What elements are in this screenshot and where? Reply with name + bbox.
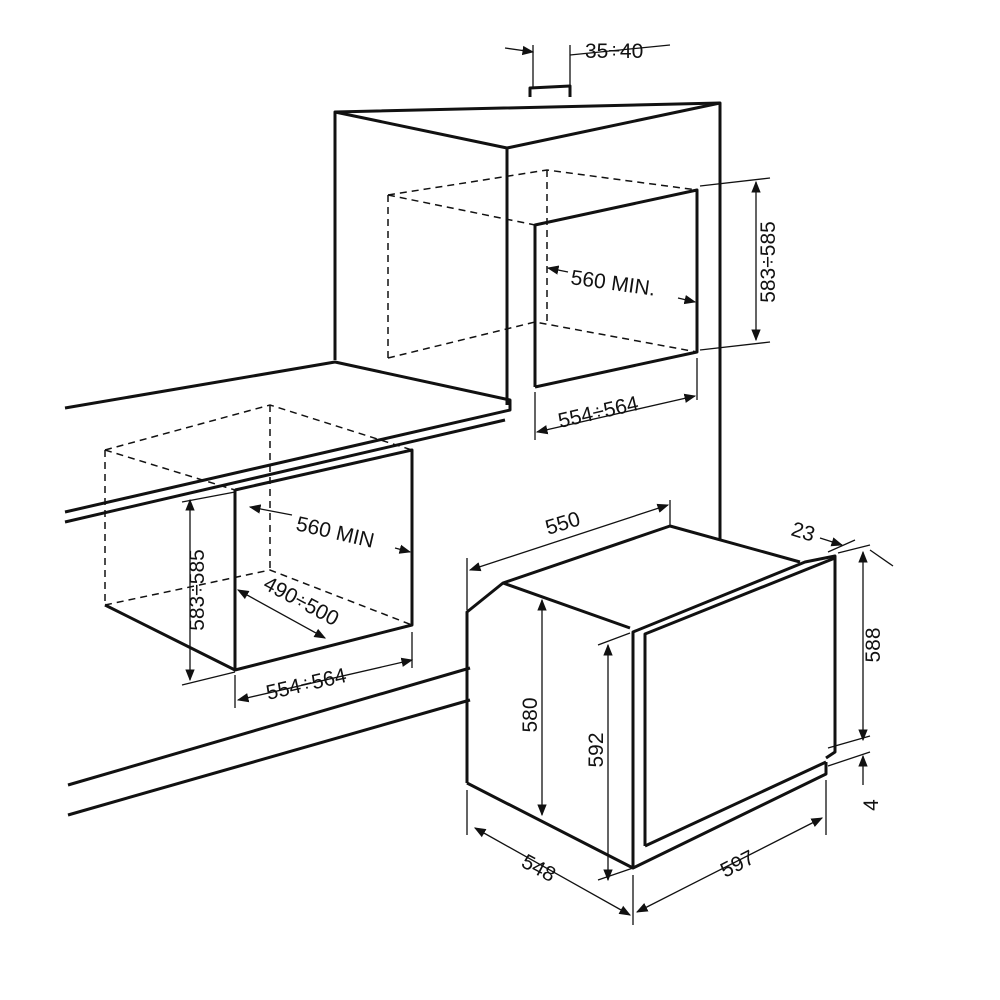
dim-lower-niche-inner-depth: 490÷500: [260, 572, 343, 631]
dim-upper-niche-width: 554÷564: [556, 392, 641, 433]
lower-niche: [104, 404, 414, 672]
dim-bottom-gap: 4: [860, 799, 883, 811]
dimension-lines: [181, 44, 894, 925]
dim-door-thickness: 23: [789, 518, 818, 547]
upper-niche: [387, 169, 699, 389]
dim-oven-body-height: 580: [519, 697, 542, 732]
tall-cabinet: [333, 84, 722, 540]
dim-door-height: 588: [862, 627, 885, 662]
oven: [465, 524, 837, 870]
dim-vent-gap: 35÷40: [585, 40, 643, 63]
dim-upper-niche-height: 583÷585: [757, 221, 780, 303]
dim-oven-width: 597: [717, 846, 759, 882]
countertop: [64, 360, 512, 524]
dim-oven-front-height: 592: [585, 732, 608, 767]
dim-upper-niche-depth: 560 MIN.: [569, 266, 657, 301]
dim-lower-niche-width: 554÷564: [264, 664, 349, 705]
dim-lower-niche-height: 583÷585: [186, 549, 209, 631]
dim-lower-niche-depth: 560 MIN: [294, 512, 377, 552]
